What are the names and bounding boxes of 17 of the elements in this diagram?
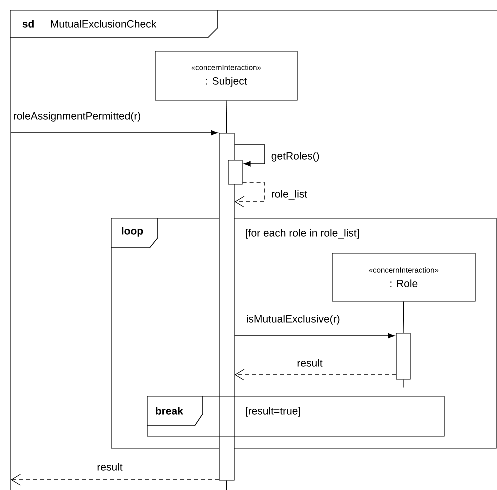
return-arrow <box>11 474 220 486</box>
message-label: role_list <box>270 189 309 201</box>
message-label: result <box>96 462 124 472</box>
return-arrow <box>234 182 266 208</box>
activation-bar <box>228 160 243 185</box>
message-arrow <box>234 333 395 339</box>
message-label: getRoles() <box>270 151 321 163</box>
lifeline <box>403 301 404 334</box>
message-label: result <box>296 358 324 368</box>
activation-bar <box>396 333 411 380</box>
message-arrow <box>10 130 218 136</box>
break-fragment: break [result=true] <box>146 396 445 437</box>
message-label: roleAssignmentPermitted(r) <box>12 111 142 123</box>
message-arrow <box>234 144 266 167</box>
message-label: isMutualExclusive(r) <box>245 314 342 326</box>
return-arrow <box>234 369 396 381</box>
lifeline <box>226 100 228 134</box>
